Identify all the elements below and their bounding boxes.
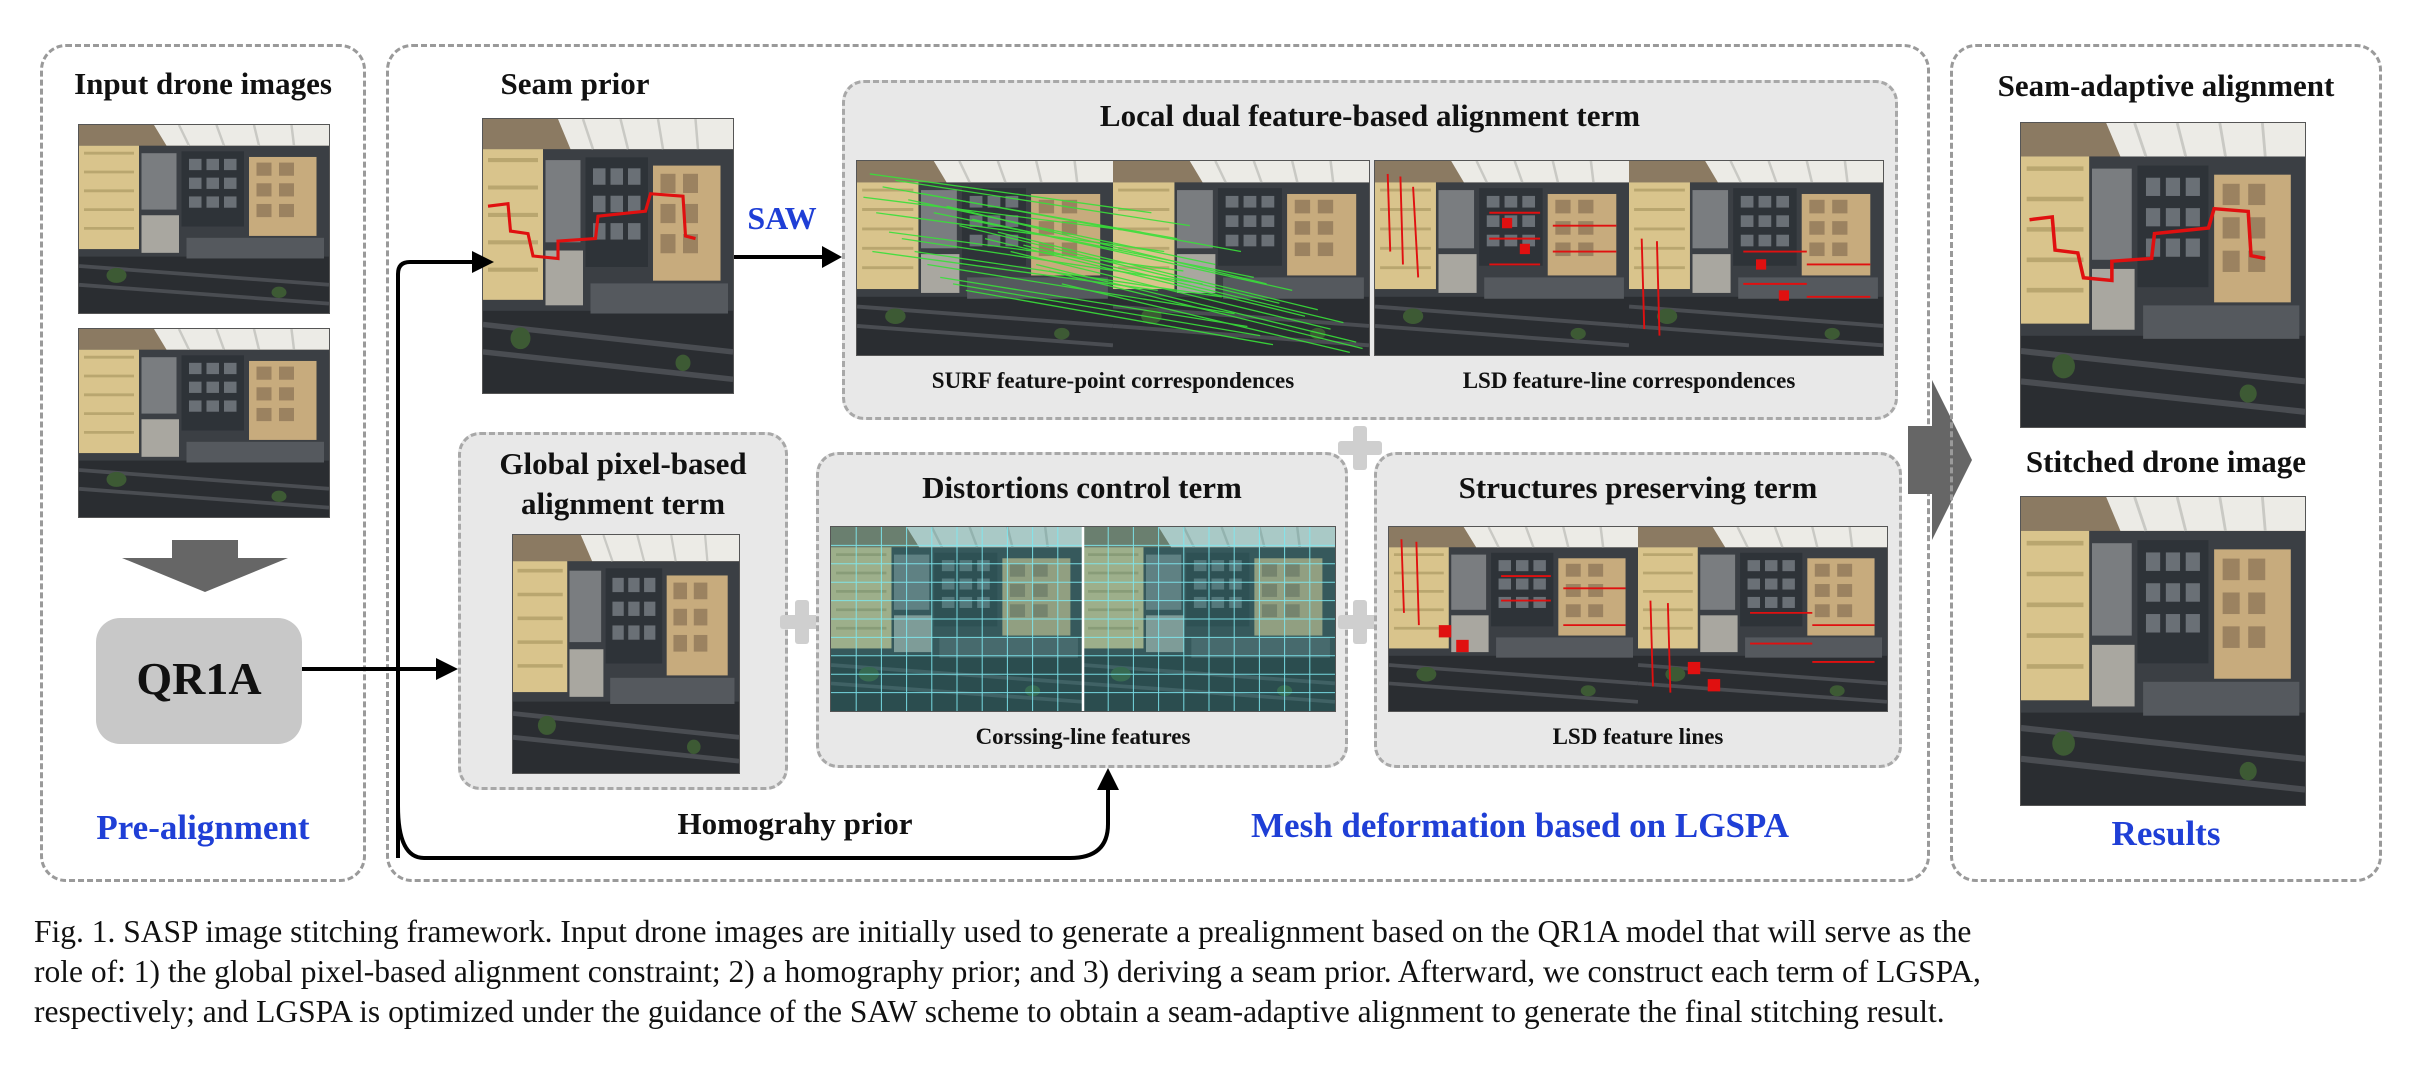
prealignment-panel xyxy=(40,44,366,882)
local-alignment-title: Local dual feature-based alignment term xyxy=(1099,98,1641,133)
structure-preserving-title: Structures preserving term xyxy=(1458,470,1818,505)
global-alignment-title: Global pixel-based alignment term xyxy=(499,446,747,521)
global-alignment-image xyxy=(512,534,740,774)
seam-prior-image xyxy=(482,118,734,394)
saw-label: SAW xyxy=(747,200,817,236)
right-arrow-icon xyxy=(1908,380,1972,540)
plus-icon xyxy=(1338,600,1382,644)
homography-prior-label: Homograhy prior xyxy=(677,806,913,841)
qr1a-label: QR1A xyxy=(136,653,262,704)
seam-adaptive-title: Seam-adaptive alignment xyxy=(1997,68,2335,103)
stitched-image-title: Stitched drone image xyxy=(2025,444,2307,479)
caption-line-1: Fig. 1. SASP image stitching framework. … xyxy=(34,914,1972,949)
caption-line-3: respectively; and LGSPA is optimized und… xyxy=(34,994,1945,1029)
input-drone-image-2 xyxy=(78,328,330,518)
lsd-correspondence-image xyxy=(1374,160,1884,356)
results-panel xyxy=(1950,44,2382,882)
mesh-deformation-label: Mesh deformation based on LGSPA xyxy=(1251,806,1789,845)
qr1a-model-box: QR1A xyxy=(96,618,302,744)
lsd-correspondence-caption: LSD feature-line correspondences xyxy=(1462,368,1796,393)
input-images-title: Input drone images xyxy=(74,66,332,101)
down-arrow-icon xyxy=(122,540,288,592)
seam-to-local-arrow xyxy=(734,246,842,268)
figure-caption: Fig. 1. SASP image stitching framework. … xyxy=(34,912,2384,1032)
caption-line-2: role of: 1) the global pixel-based align… xyxy=(34,954,1981,989)
prealignment-label: Pre-alignment xyxy=(96,808,310,847)
surf-caption: SURF feature-point correspondences xyxy=(931,368,1295,393)
plus-icon xyxy=(780,600,824,644)
homography-seam-arrows xyxy=(396,251,1119,860)
seam-prior-title: Seam prior xyxy=(500,66,650,101)
surf-correspondence-image xyxy=(856,160,1370,356)
results-label: Results xyxy=(2111,814,2221,853)
lsd-lines-caption: LSD feature lines xyxy=(1552,724,1724,749)
crossing-line-caption: Corssing-line features xyxy=(975,724,1191,749)
seam-adaptive-image xyxy=(2020,122,2306,428)
stitched-image xyxy=(2020,496,2306,806)
crossing-line-image xyxy=(830,526,1336,712)
plus-icon xyxy=(1338,426,1382,470)
input-drone-image-1 xyxy=(78,124,330,314)
distortion-control-title: Distortions control term xyxy=(922,470,1242,505)
lsd-lines-image xyxy=(1388,526,1888,712)
qr1a-to-global-arrow xyxy=(302,658,458,680)
